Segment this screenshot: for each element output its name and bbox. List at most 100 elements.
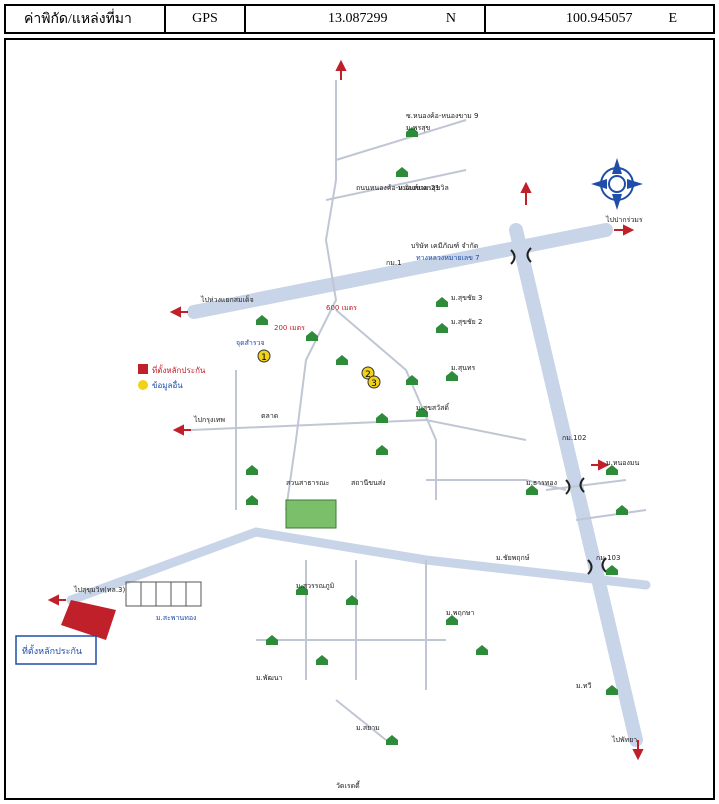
house-icon <box>396 167 408 177</box>
label-nongkham-21: ถนนหนองค้อ-หนองขาม 21 <box>356 184 440 192</box>
legend-collateral-swatch <box>138 364 148 374</box>
sukhumvit-road <box>66 527 651 605</box>
label-to-chonburi: ไปกรุงเทพ <box>193 415 225 424</box>
direction-arrows <box>47 59 644 761</box>
collateral-callout <box>15 635 97 665</box>
label-hwy-7: ทางหลวงหมายเลข 7 <box>416 254 480 262</box>
label-survey-point: จุดสำรวจ <box>236 339 265 347</box>
label-bst: บริษัท เคมีภัณฑ์ จำกัด <box>411 242 478 250</box>
house-icon <box>616 505 628 515</box>
label-d600: 600 เมตร <box>326 304 357 312</box>
label-to-sukhumvit: ไปสุขุมวิท(ทล.3) <box>73 585 125 594</box>
house-icon <box>256 315 268 325</box>
house-icon <box>386 735 398 745</box>
house-icon <box>406 127 418 137</box>
label-m-phatthana: ม.พัฒนา <box>256 674 283 682</box>
info-markers: 1 2 3 <box>257 349 381 389</box>
house-icon <box>306 331 318 341</box>
latitude-direction: N <box>445 11 456 26</box>
label-to-bangkok: ไปห่วงแยกสมเด็จ <box>200 295 254 304</box>
house-icon <box>436 297 448 307</box>
label-m-saphanthong: ม.สะพานทอง <box>156 614 196 622</box>
legend-info-swatch <box>138 380 148 390</box>
label-m-sunthorn: ม.สุนทร <box>451 364 476 372</box>
label-d200: 200 เมตร <box>274 324 305 332</box>
minor-roads <box>190 80 647 741</box>
house-icon <box>606 465 618 475</box>
label-m-thawee: ม.ทวี <box>576 682 591 690</box>
road-n2 <box>325 169 467 201</box>
house-icon <box>606 565 618 575</box>
location-label: ค่าพิกัด/แหล่งที่มา <box>6 6 166 32</box>
coordinate-header: ค่าพิกัด/แหล่งที่มา GPS 13.087299 N 100.… <box>4 4 715 34</box>
label-park: สวนสาธารณะ <box>286 479 330 487</box>
highway-344 <box>509 223 643 747</box>
label-m-siam: ม.สยาม <box>356 724 380 732</box>
house-icon <box>246 495 258 505</box>
legend: ที่ตั้งหลักประกัน ข้อมูลอื่น <box>138 364 206 391</box>
house-icon <box>346 595 358 605</box>
major-roads <box>66 223 651 747</box>
park-area <box>285 499 337 529</box>
house-icon <box>376 413 388 423</box>
latitude-cell: 13.087299 N <box>246 6 486 32</box>
label-m-suksawat: ม.สุขสวัสดิ์ <box>416 402 450 412</box>
house-icon <box>416 407 428 417</box>
label-m-phorsuk: ม.พรสุข <box>406 124 430 132</box>
label-to-pattaya: ไปพัทยา <box>611 735 637 744</box>
marker-2: 2 <box>365 370 371 380</box>
longitude-direction: E <box>668 11 677 26</box>
road-c1 <box>335 309 437 500</box>
map-labels: ทางหลวงหมายเลข 7 ไปปากร่วมร ไปห่วงแยกสมเ… <box>73 112 643 790</box>
north-south-road <box>285 80 338 511</box>
house-icons <box>246 127 628 745</box>
house-icon <box>606 685 618 695</box>
house-icon <box>336 355 348 365</box>
interchange-1 <box>510 249 516 265</box>
house-icon <box>436 323 448 333</box>
house-icon <box>446 371 458 381</box>
house-icon <box>266 635 278 645</box>
road-n1 <box>335 119 467 161</box>
house-icon <box>246 465 258 475</box>
interchange-3 <box>587 559 593 575</box>
label-m-nongmon: ม.หนองมน <box>606 459 639 467</box>
label-bus-station: สถานีขนส่ง <box>351 479 386 487</box>
collateral-callout-label: ที่ตั้งหลักประกัน <box>22 644 82 657</box>
area-map: ที่ตั้งหลักประกัน ข้อมูลอื่น ที่ตั้งหลัก… <box>15 59 651 790</box>
latitude-value: 13.087299 <box>328 11 388 26</box>
house-icon <box>406 375 418 385</box>
label-km-1: กม.1 <box>386 259 402 267</box>
legend-info-label: ข้อมูลอื่น <box>152 379 183 391</box>
label-ready-wat: วัดเรดดี้ <box>336 779 361 790</box>
marker-3: 3 <box>371 379 377 389</box>
house-icon <box>526 485 538 495</box>
gps-label: GPS <box>166 6 246 32</box>
house-icon <box>316 655 328 665</box>
label-nongkham-9: ซ.หนองค้อ-หนองขาม 9 <box>406 112 478 120</box>
road-e2 <box>545 479 627 491</box>
label-m-suwannaphum: ม.สุวรรณภูมิ <box>296 582 334 590</box>
highway-7 <box>187 223 613 319</box>
marker-1: 1 <box>261 353 267 363</box>
road-e3 <box>575 509 647 521</box>
collateral-site: ที่ตั้งหลักประกัน <box>15 600 116 665</box>
road-s5 <box>335 699 387 741</box>
interchange-2 <box>565 479 571 495</box>
legend-collateral-label: ที่ตั้งหลักประกัน <box>152 364 206 375</box>
label-km-102: กม.102 <box>562 434 586 442</box>
longitude-value: 100.945057 <box>566 11 633 26</box>
label-m-chinnarat: ม.จินต์นครสุขวิล <box>398 184 449 192</box>
compass-icon <box>591 158 643 210</box>
map-frame: ที่ตั้งหลักประกัน ข้อมูลอื่น ที่ตั้งหลัก… <box>4 38 715 800</box>
label-km-103: กม.103 <box>596 554 620 562</box>
house-icon <box>376 445 388 455</box>
label-m-sukhchai-3: ม.สุขชัย 3 <box>451 294 482 302</box>
interchanges <box>510 247 607 575</box>
road-e1 <box>426 479 567 491</box>
label-m-thanthong: ม.ธารทอง <box>526 479 557 487</box>
house-icon <box>446 615 458 625</box>
collateral-parcel <box>61 600 116 640</box>
subdivision-block <box>125 581 202 607</box>
road-mid <box>190 418 527 441</box>
